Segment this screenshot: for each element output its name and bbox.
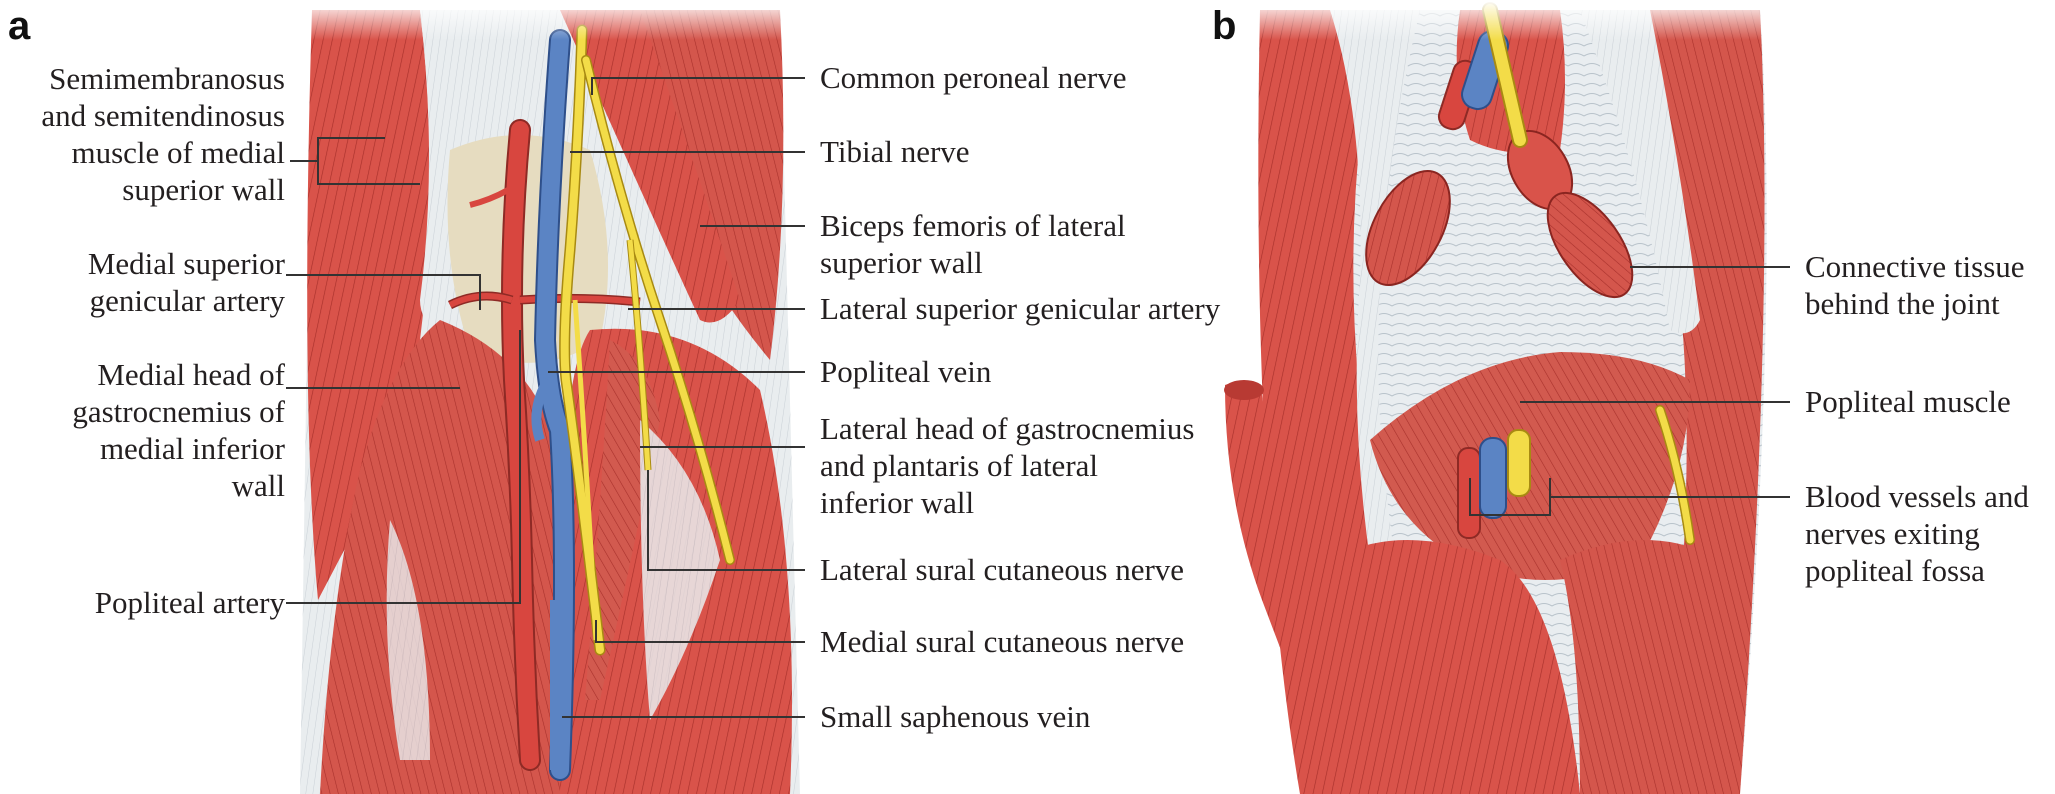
label-line: Tibial nerve	[820, 134, 970, 169]
label-popliteal-muscle: Popliteal muscle	[1805, 383, 2011, 420]
label-line: Medial head of	[97, 357, 285, 392]
label-line: popliteal fossa	[1805, 553, 1985, 588]
label-medial-head-gastrocnemius: Medial head of gastrocnemius of medial i…	[72, 356, 285, 504]
label-line: Popliteal muscle	[1805, 384, 2011, 419]
panel-b-illustration	[1224, 0, 1770, 794]
label-line: gastrocnemius of	[72, 394, 285, 429]
label-tibial-nerve: Tibial nerve	[820, 133, 970, 170]
label-line: Common peroneal nerve	[820, 60, 1127, 95]
label-line: Biceps femoris of lateral	[820, 208, 1126, 243]
label-biceps-femoris: Biceps femoris of lateral superior wall	[820, 207, 1126, 281]
label-connective-tissue: Connective tissue behind the joint	[1805, 248, 2025, 322]
label-line: Lateral head of gastrocnemius	[820, 411, 1195, 446]
label-lateral-superior-genicular-artery: Lateral superior genicular artery	[820, 290, 1220, 327]
label-small-saphenous-vein: Small saphenous vein	[820, 698, 1090, 735]
label-line: superior wall	[122, 172, 285, 207]
label-line: Popliteal artery	[94, 585, 285, 620]
label-medial-sural-cutaneous-nerve: Medial sural cutaneous nerve	[820, 623, 1184, 660]
label-popliteal-artery: Popliteal artery	[95, 584, 285, 621]
label-medial-superior-genicular-artery: Medial superior genicular artery	[88, 245, 285, 319]
label-line: Medial superior	[87, 246, 285, 281]
label-popliteal-vein: Popliteal vein	[820, 353, 991, 390]
panel-label-a: a	[8, 4, 31, 48]
label-line: wall	[231, 468, 285, 503]
label-line: superior wall	[820, 245, 983, 280]
label-line: Medial sural cutaneous nerve	[820, 624, 1185, 659]
label-line: inferior wall	[820, 485, 975, 520]
label-semimembranosus: Semimembranosus and semitendinosus muscl…	[41, 60, 285, 208]
label-lateral-head-gastrocnemius: Lateral head of gastrocnemius and planta…	[820, 410, 1194, 521]
label-line: medial inferior	[99, 431, 285, 466]
panel-a-illustration	[300, 0, 810, 794]
label-common-peroneal-nerve: Common peroneal nerve	[820, 59, 1126, 96]
label-line: Popliteal vein	[820, 354, 992, 389]
label-line: and plantaris of lateral	[820, 448, 1099, 483]
label-line: Lateral sural cutaneous nerve	[820, 552, 1185, 587]
label-line: Connective tissue	[1805, 249, 2025, 284]
leader-lines	[286, 77, 1790, 718]
label-line: and semitendinosus	[41, 98, 285, 133]
label-line: nerves exiting	[1805, 516, 1980, 551]
label-line: Semimembranosus	[49, 61, 285, 96]
label-line: behind the joint	[1805, 286, 2000, 321]
label-line: Lateral superior genicular artery	[820, 291, 1221, 326]
label-lateral-sural-cutaneous-nerve: Lateral sural cutaneous nerve	[820, 551, 1184, 588]
label-vessels-exiting: Blood vessels and nerves exiting poplite…	[1805, 478, 2029, 589]
label-line: muscle of medial	[71, 135, 286, 170]
label-line: Blood vessels and	[1805, 479, 2029, 514]
panel-label-b: b	[1212, 4, 1237, 48]
label-line: genicular artery	[89, 283, 285, 318]
label-line: Small saphenous vein	[820, 699, 1091, 734]
